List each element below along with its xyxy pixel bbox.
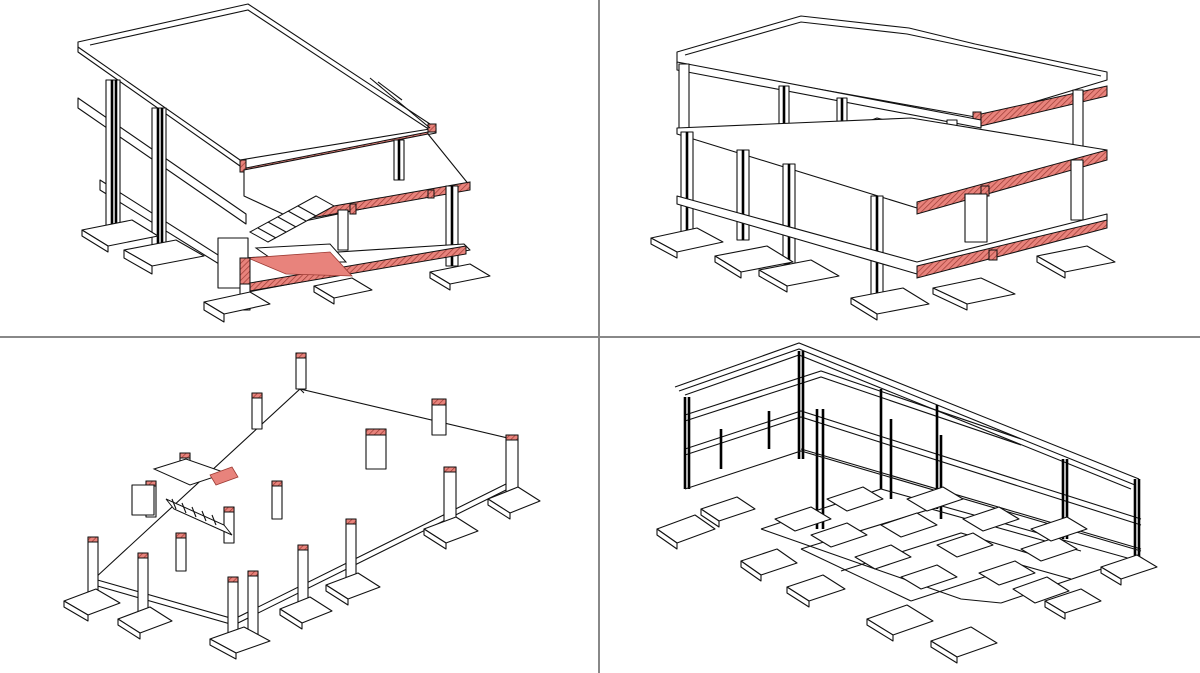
view-top-left-partial-cut xyxy=(0,0,598,336)
view-top-right-full-section xyxy=(601,0,1200,336)
foundation-frame-drawing xyxy=(656,342,1158,664)
staircase xyxy=(131,458,239,536)
building-partial-cut-drawing xyxy=(77,3,491,323)
stair-cut-section xyxy=(247,251,353,277)
footings xyxy=(656,486,1158,664)
view-bottom-left-ground-frame xyxy=(0,339,598,673)
view-bottom-right-foundation-frame xyxy=(601,339,1200,673)
columns xyxy=(87,352,519,638)
staircase xyxy=(217,195,353,301)
footings-left xyxy=(81,219,205,275)
stair-cut-section xyxy=(209,466,239,486)
columns-left xyxy=(105,79,167,259)
footings xyxy=(650,227,1116,321)
ground-frame-drawing xyxy=(63,352,541,660)
building-full-section-drawing xyxy=(650,15,1116,321)
footings xyxy=(63,486,541,660)
horizontal-divider xyxy=(0,336,1200,338)
